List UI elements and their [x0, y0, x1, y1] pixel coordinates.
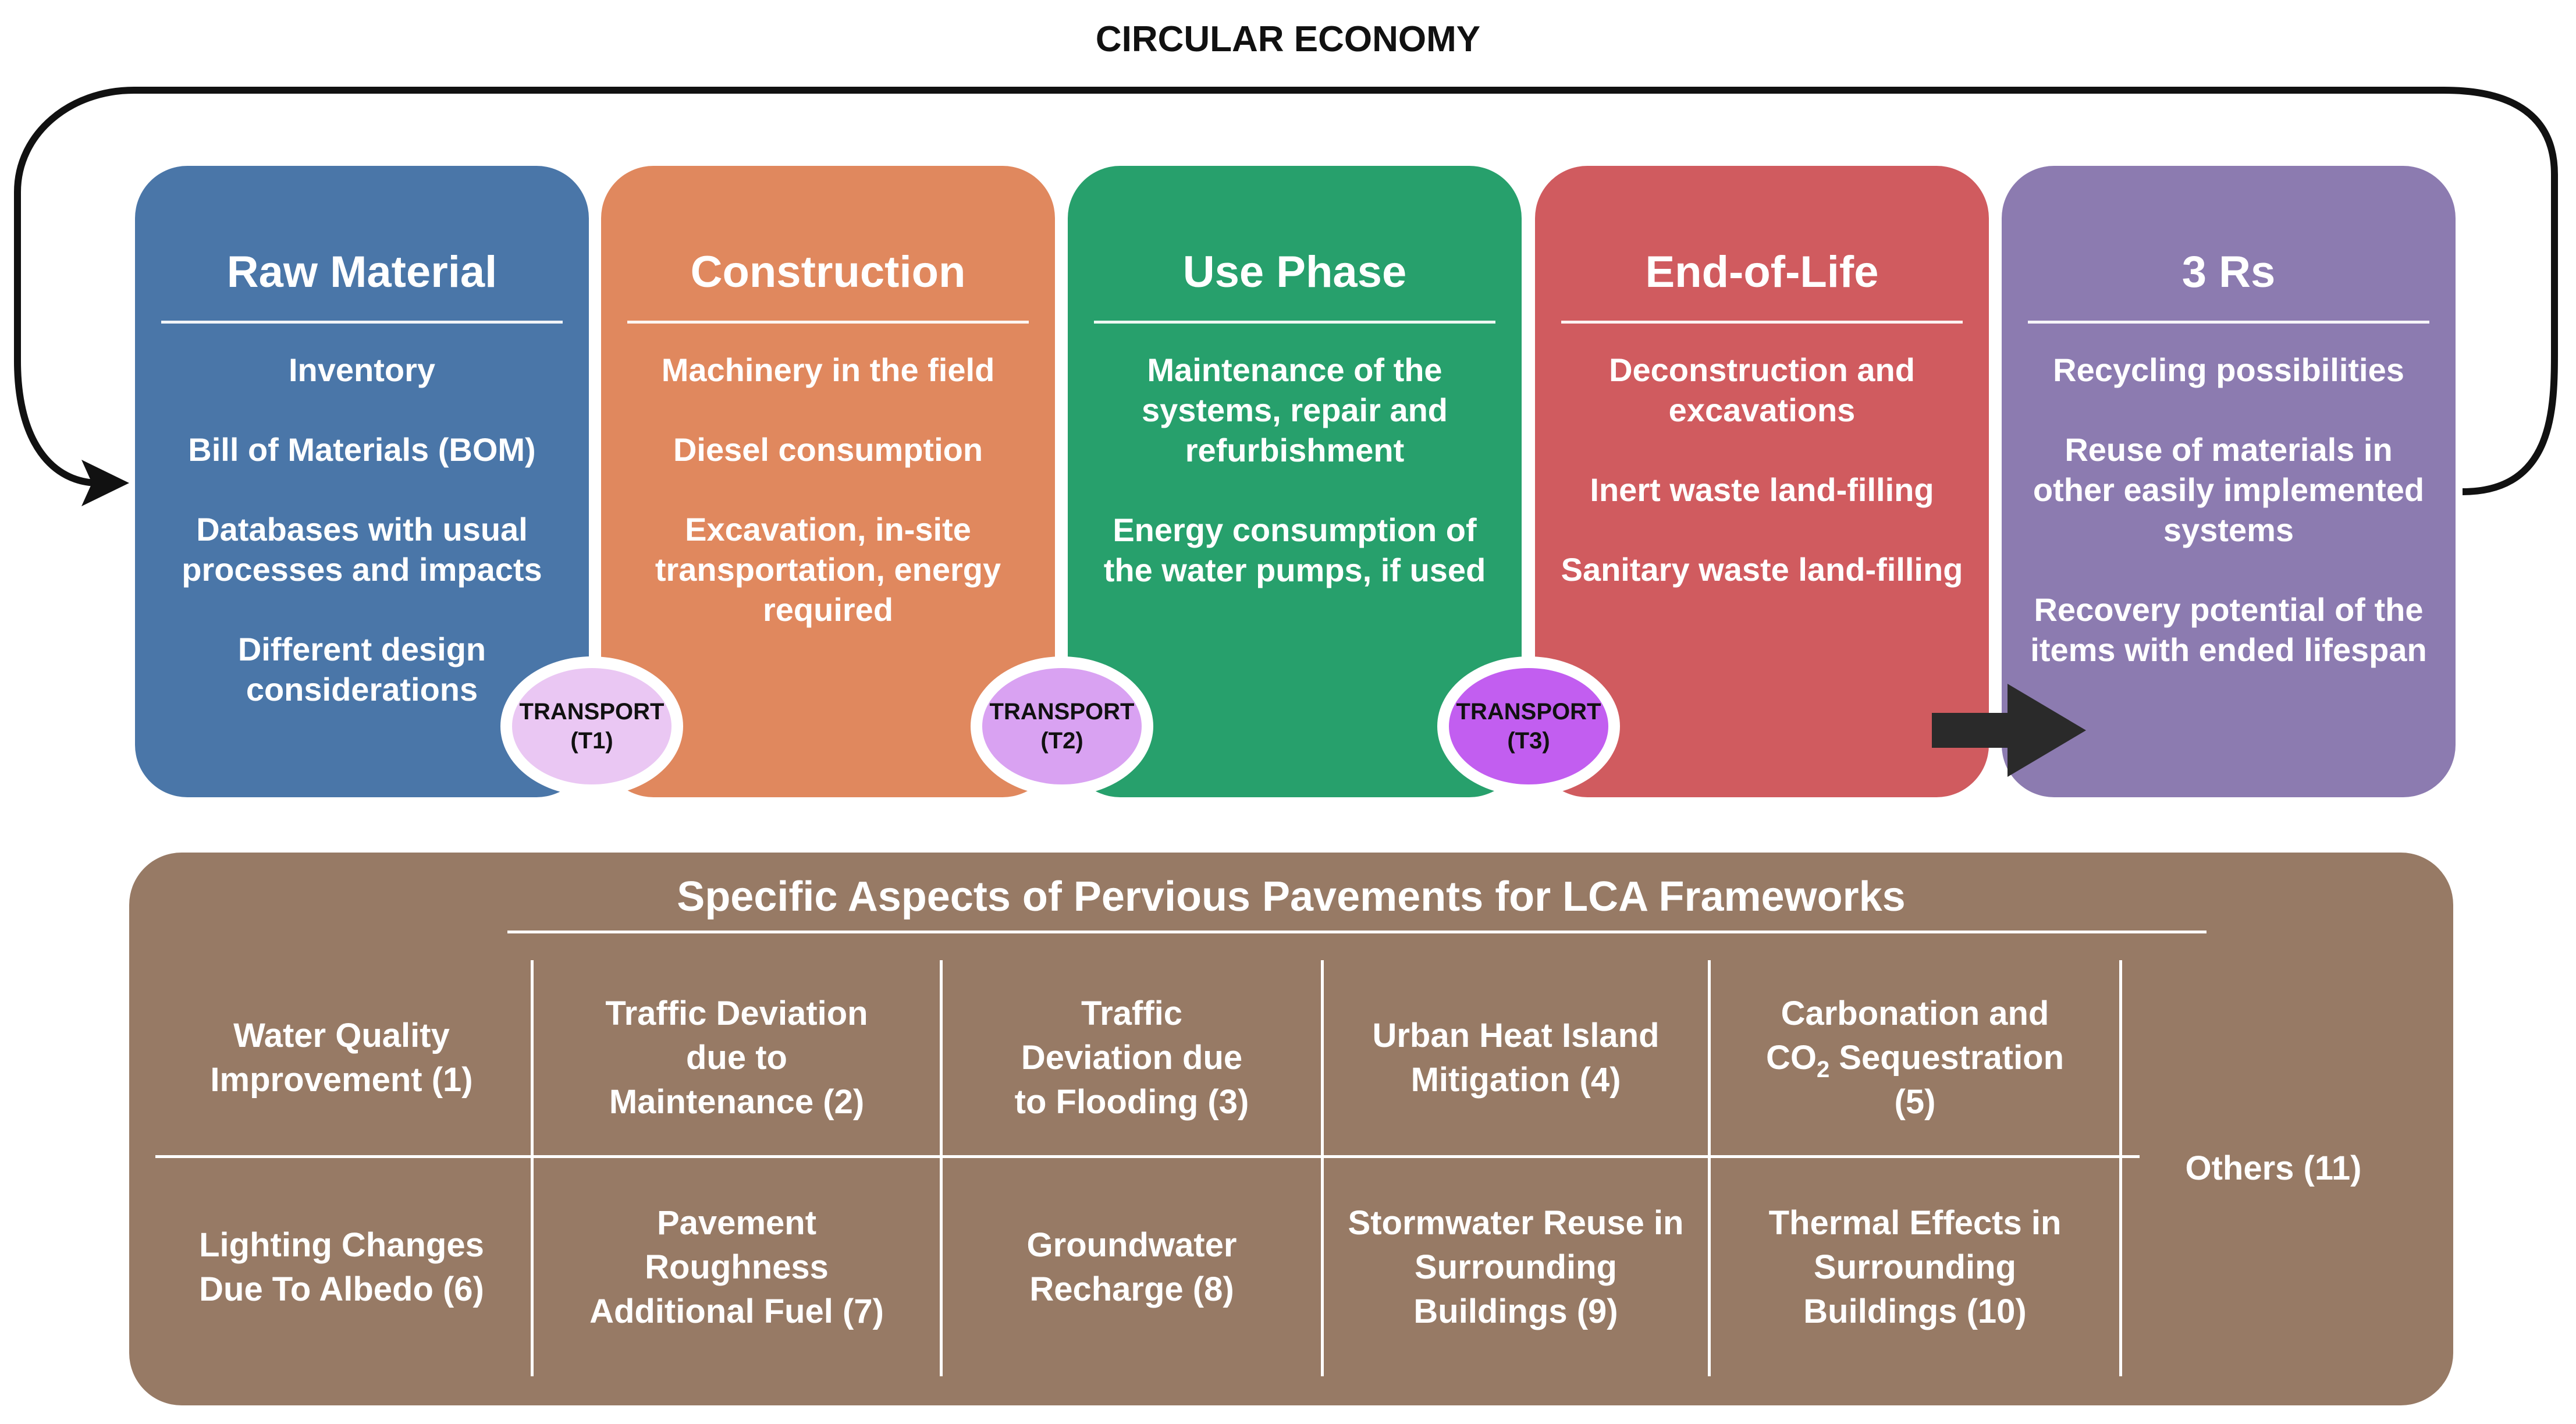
aspect-cell-11: Others (11)	[2122, 960, 2425, 1376]
phase-divider	[1561, 321, 1963, 324]
phase-item: Different design considerations	[237, 631, 486, 708]
transport-label: TRANSPORT	[519, 699, 665, 725]
phase-item: Sanitary waste land-filling	[1561, 551, 1963, 588]
phase-item: Recovery potential of the items with end…	[2030, 591, 2427, 668]
phase-title: 3 Rs	[2181, 247, 2276, 297]
title-underline	[507, 931, 2207, 933]
aspect-label: Urban Heat Island Mitigation (4)	[1372, 1016, 1660, 1099]
transport-code: (T1)	[570, 728, 613, 754]
phase-item: Reuse of materials in other easily imple…	[2033, 431, 2425, 548]
column-divider	[1321, 960, 1324, 1376]
phase-construction: Construction Machinery in the field Dies…	[601, 166, 1055, 797]
transport-code: (T2)	[1040, 728, 1083, 754]
aspects-title: Specific Aspects of Pervious Pavements f…	[677, 873, 1906, 920]
phase-divider	[627, 321, 1029, 324]
row-divider	[155, 1155, 2140, 1158]
phase-item: Inventory	[288, 351, 436, 388]
aspect-label-part: Carbonation and CO	[1765, 994, 2049, 1077]
aspect-label: Water Quality Improvement (1)	[210, 1016, 473, 1099]
phase-3-rs: 3 Rs Recycling possibilities Reuse of ma…	[2002, 166, 2456, 797]
aspect-cell-7: Pavement Roughness Additional Fuel (7)	[534, 1158, 940, 1376]
right-arrow-icon	[1932, 684, 2086, 777]
transport-t2: TRANSPORT (T2)	[971, 656, 1153, 796]
aspect-cell-6: Lighting Changes Due To Albedo (6)	[152, 1158, 531, 1376]
phase-title: Use Phase	[1182, 247, 1407, 297]
phase-item: Deconstruction and excavations	[1609, 351, 1915, 428]
circular-economy-title: CIRCULAR ECONOMY	[1095, 19, 1481, 59]
transport-label: TRANSPORT	[989, 699, 1135, 725]
transport-t1: TRANSPORT (T1)	[500, 656, 683, 796]
transport-t3: TRANSPORT (T3)	[1437, 656, 1620, 796]
column-divider	[940, 960, 943, 1376]
phase-title: End-of-Life	[1645, 247, 1879, 297]
aspect-cell-3: Traffic Deviation due to Flooding (3)	[943, 960, 1321, 1155]
loop-arrowhead	[81, 460, 129, 506]
phase-item: Recycling possibilities	[2053, 351, 2404, 388]
aspect-label: Lighting Changes Due To Albedo (6)	[199, 1226, 484, 1308]
phase-end-of-life: End-of-Life Deconstruction and excavatio…	[1535, 166, 1989, 797]
aspect-cell-9: Stormwater Reuse in Surrounding Building…	[1324, 1158, 1708, 1376]
aspect-label: Groundwater Recharge (8)	[1026, 1226, 1237, 1308]
aspect-label: Thermal Effects in Surrounding Buildings…	[1768, 1203, 2062, 1330]
transport-code: (T3)	[1507, 728, 1550, 754]
phase-raw-material: Raw Material Inventory Bill of Materials…	[135, 166, 589, 797]
aspect-label: Pavement Roughness Additional Fuel (7)	[589, 1203, 884, 1330]
loop-arrow-path	[14, 87, 2558, 495]
subscript-2: 2	[1816, 1056, 1830, 1082]
phase-item: Machinery in the field	[661, 351, 995, 388]
transport-label: TRANSPORT	[1456, 699, 1601, 725]
column-divider	[1708, 960, 1711, 1376]
column-divider	[531, 960, 534, 1376]
phase-item: Bill of Materials (BOM)	[188, 431, 536, 468]
phase-item: Energy consumption of the water pumps, i…	[1103, 512, 1486, 588]
phase-divider	[1094, 321, 1495, 324]
phase-title: Raw Material	[226, 247, 498, 297]
phase-item: Inert waste land-filling	[1590, 471, 1934, 508]
aspect-label-part: Sequestration (5)	[1839, 1038, 2065, 1121]
phase-divider	[2028, 321, 2429, 324]
aspect-cell-2: Traffic Deviation due to Maintenance (2)	[534, 960, 940, 1155]
aspect-label: Traffic Deviation due to Flooding (3)	[1014, 994, 1249, 1121]
aspect-cell-4: Urban Heat Island Mitigation (4)	[1324, 960, 1708, 1155]
aspect-label: Stormwater Reuse in Surrounding Building…	[1348, 1203, 1684, 1330]
phase-divider	[161, 321, 563, 324]
phase-item: Diesel consumption	[673, 431, 983, 468]
column-divider	[2119, 960, 2122, 1376]
phase-title: Construction	[690, 247, 966, 297]
phase-use-phase: Use Phase Maintenance of the systems, re…	[1068, 166, 1522, 797]
aspect-cell-1: Water Quality Improvement (1)	[152, 960, 531, 1155]
aspect-cell-8: Groundwater Recharge (8)	[943, 1158, 1321, 1376]
aspect-label: Traffic Deviation due to Maintenance (2)	[605, 994, 868, 1121]
aspect-label: Carbonation and CO2 Sequestration (5)	[1766, 992, 2064, 1124]
phase-item: Maintenance of the systems, repair and r…	[1141, 351, 1448, 468]
phase-item: Excavation, in-site transportation, ener…	[655, 511, 1001, 628]
aspect-cell-10: Thermal Effects in Surrounding Buildings…	[1711, 1158, 2119, 1376]
aspect-cell-5: Carbonation and CO2 Sequestration (5)	[1711, 960, 2119, 1155]
aspects-panel: Specific Aspects of Pervious Pavements f…	[129, 853, 2453, 1405]
aspect-label: Others (11)	[2185, 1149, 2362, 1187]
phase-item: Databases with usual processes and impac…	[182, 511, 542, 588]
